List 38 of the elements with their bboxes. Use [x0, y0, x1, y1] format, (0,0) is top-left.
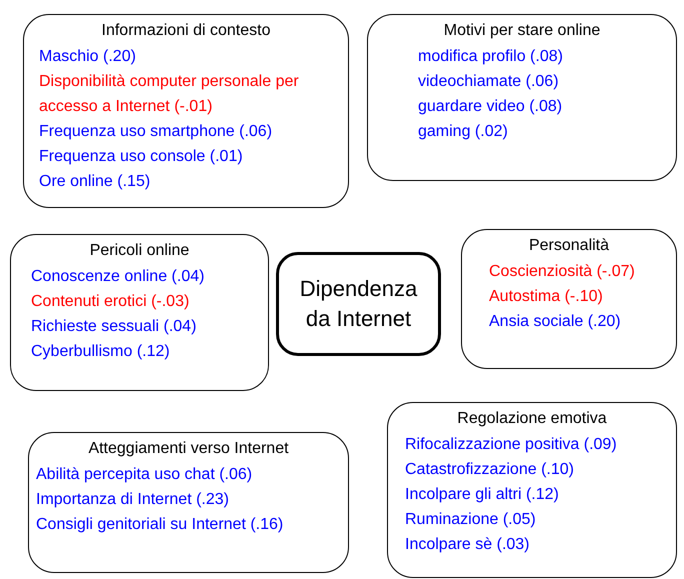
factor-label: Frequenza uso console (.01) [39, 147, 244, 167]
factor-label: Maschio (.20) [39, 47, 137, 67]
factor-label: Incolpare gli altri (.12) [405, 485, 560, 505]
factor-label: Incolpare sè (.03) [405, 535, 531, 555]
category-heading: Informazioni di contesto [100, 21, 272, 41]
factor-label: Frequenza uso smartphone (.06) [39, 122, 274, 142]
category-box [461, 229, 677, 369]
factor-label: Rifocalizzazione positiva (.09) [405, 435, 618, 455]
factor-label: modifica profilo (.08) [418, 47, 564, 67]
category-heading: Personalità [528, 236, 610, 256]
factor-label: gaming (.02) [418, 122, 509, 142]
factor-label: Richieste sessuali (.04) [31, 317, 198, 337]
factor-label: Importanza di Internet (.23) [36, 490, 230, 510]
factor-label: Ansia sociale (.20) [489, 312, 622, 332]
central-concept-box [276, 252, 441, 356]
category-box [23, 14, 349, 208]
factor-label: Contenuti erotici (-.03) [31, 292, 190, 312]
category-heading: Regolazione emotiva [456, 409, 608, 429]
factor-label: videochiamate (.06) [418, 72, 560, 92]
factor-label: guardare video (.08) [418, 97, 564, 117]
factor-label: Conoscenze online (.04) [31, 267, 206, 287]
category-box [28, 432, 349, 573]
category-box [10, 234, 269, 391]
factor-label: Cyberbullismo (.12) [31, 342, 171, 362]
factor-label: Coscienziosità (-.07) [489, 262, 636, 282]
factor-label: Catastrofizzazione (.10) [405, 460, 575, 480]
factor-label: Disponibilità computer personale per accesso a Internet (-.01) [39, 72, 300, 117]
category-heading: Pericoli online [88, 241, 190, 261]
central-concept-label: Dipendenza da Internet [298, 275, 418, 333]
category-box [387, 402, 677, 578]
category-box [367, 14, 677, 181]
category-heading: Motivi per stare online [442, 21, 602, 41]
category-heading: Atteggiamenti verso Internet [87, 439, 290, 459]
factor-label: Autostima (-.10) [489, 287, 604, 307]
factor-label: Consigli genitoriali su Internet (.16) [36, 515, 284, 535]
factor-label: Ore online (.15) [39, 172, 152, 192]
factor-label: Abilità percepita uso chat (.06) [36, 465, 254, 485]
factor-label: Ruminazione (.05) [405, 510, 537, 530]
